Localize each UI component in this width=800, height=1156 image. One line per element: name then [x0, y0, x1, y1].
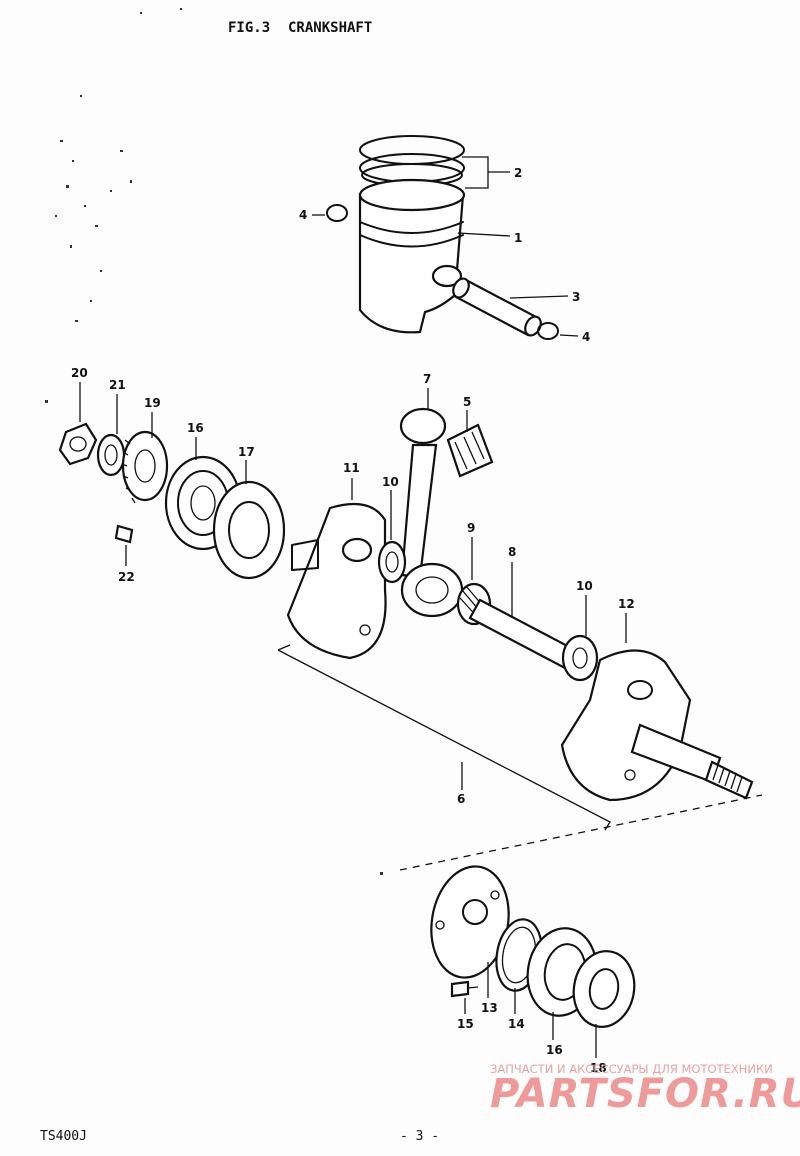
callout-19: 19 [144, 396, 161, 410]
figure-title: CRANKSHAFT [288, 20, 372, 36]
left-crank-half [286, 502, 387, 660]
primary-drive-gear [121, 430, 169, 504]
callout-15: 15 [457, 1017, 474, 1031]
small-end-bearing [446, 423, 494, 478]
callout-18: 18 [590, 1061, 607, 1075]
piston [358, 178, 466, 334]
callout-16-left: 16 [187, 421, 204, 435]
assembly-bracket [277, 644, 611, 831]
callout-8: 8 [508, 545, 516, 559]
right-oil-seal [572, 950, 636, 1028]
callout-9: 9 [467, 521, 475, 535]
watermark-brand: PARTSFOR.RU [490, 1071, 800, 1117]
callout-20: 20 [71, 366, 88, 380]
callout-5: 5 [463, 395, 471, 409]
page-number: - 3 - [400, 1129, 439, 1144]
callout-17: 17 [238, 445, 255, 459]
callout-10-right: 10 [576, 579, 593, 593]
key-pin [114, 524, 134, 544]
left-oil-seal [212, 480, 286, 580]
left-thrust-washer [377, 540, 407, 584]
figure-number: FIG.3 [228, 20, 270, 36]
callout-12: 12 [618, 597, 635, 611]
right-crank-half [560, 649, 754, 802]
callout-6: 6 [457, 792, 465, 806]
callout-4-right: 4 [582, 330, 590, 344]
leader-lines [79, 156, 627, 1058]
callout-4-left: 4 [299, 208, 307, 222]
callout-11: 11 [343, 461, 360, 475]
callout-22: 22 [118, 570, 135, 584]
callout-10-left: 10 [382, 475, 399, 489]
right-thrust-washer [561, 634, 599, 682]
watermark: ЗАПЧАСТИ И АКСЕССУАРЫ ДЛЯ МОТОТЕХНИКИ PA… [490, 1062, 800, 1117]
callout-13: 13 [481, 1001, 498, 1015]
piston-pin [452, 277, 542, 337]
retainer-screw [450, 980, 479, 998]
callout-1: 1 [514, 231, 522, 245]
callout-3: 3 [572, 290, 580, 304]
piston-rings [359, 135, 465, 187]
crank-pin [468, 598, 577, 670]
callout-2: 2 [514, 166, 522, 180]
right-bearing-retainer [430, 865, 510, 979]
callout-14: 14 [508, 1017, 525, 1031]
watermark-tagline: ЗАПЧАСТИ И АКСЕССУАРЫ ДЛЯ МОТОТЕХНИКИ [490, 1062, 773, 1076]
pin-circlips [326, 204, 559, 340]
callout-21: 21 [109, 378, 126, 392]
crankshaft-nut [58, 422, 98, 466]
scan-noise [45, 8, 383, 875]
dashed-guide-line [399, 794, 763, 871]
callout-16-right: 16 [546, 1043, 563, 1057]
callout-7: 7 [423, 372, 431, 386]
lock-washer [96, 433, 126, 477]
callout-labels: 2 1 3 4 4 7 5 10 11 9 8 10 12 6 20 21 19… [71, 166, 635, 1075]
model-code: TS400J [40, 1129, 87, 1144]
connecting-rod [399, 407, 464, 618]
